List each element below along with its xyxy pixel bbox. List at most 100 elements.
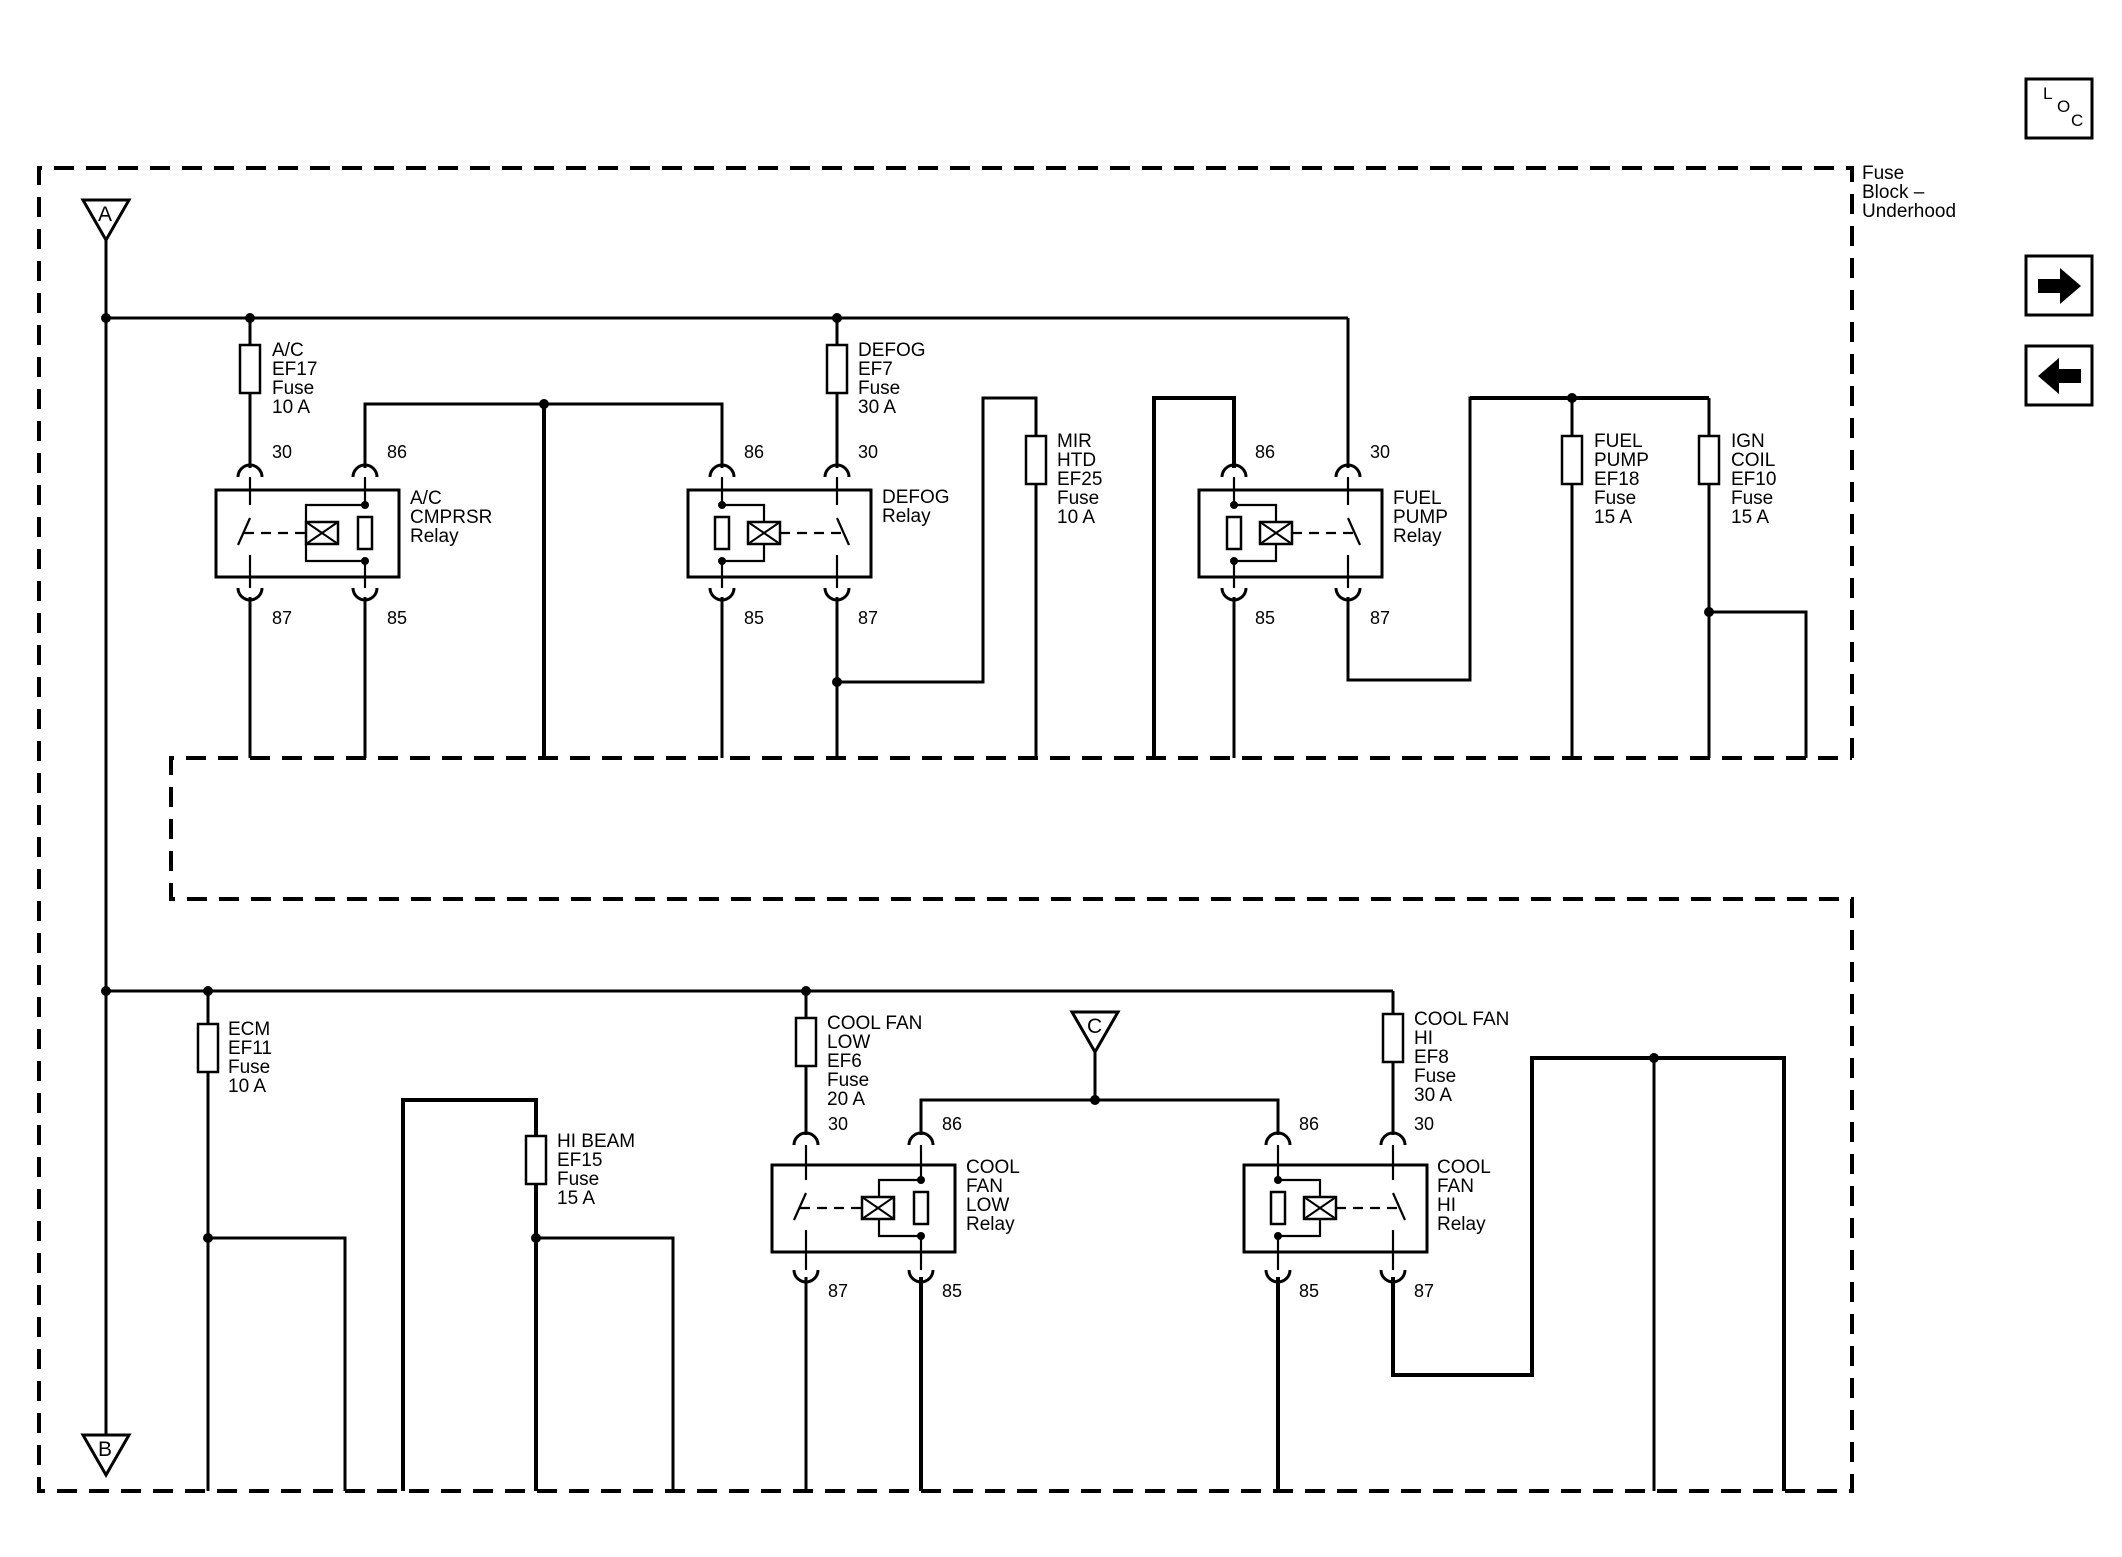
arrow-right-icon [2038,268,2081,304]
pin-label: 86 [1299,1114,1319,1134]
fuse-label: EF18 [1594,469,1639,490]
relay-label: COOL [966,1157,1020,1178]
fuse-label: Fuse [272,378,314,399]
connector-c-label: C [1087,1015,1102,1038]
fuse-ef11: ECM EF11 Fuse 10 A [196,1019,272,1097]
component-title: Fuse Block – Underhood [1862,163,1956,222]
fuse-ef6: COOL FAN LOW EF6 Fuse 20 A [794,1013,922,1110]
fuse-label: 10 A [272,397,310,418]
fuse-label: Fuse [1594,488,1636,509]
fuse-label: COIL [1731,450,1775,471]
pin-label: 87 [858,608,878,628]
fuse-ef10: IGN COIL EF10 Fuse 15 A [1697,431,1776,528]
fuse-ef17: A/C EF17 Fuse 10 A [238,340,317,418]
relay-label: PUMP [1393,507,1448,528]
fuse-label: HI BEAM [557,1131,635,1152]
fuse-label: FUEL [1594,431,1643,452]
relay-cool-fan-low: 30 86 87 85 COOL FAN LOW Relay [770,1114,1020,1301]
relay-label: Relay [1437,1214,1486,1235]
pin-label: 86 [1255,442,1275,462]
fuse-label: 30 A [1414,1085,1452,1106]
pin-label: 85 [942,1281,962,1301]
pin-label: 30 [272,442,292,462]
fuse-label: MIR [1057,431,1092,452]
relay-label: HI [1437,1195,1456,1216]
connector-b-label: B [98,1438,112,1461]
relay-label: COOL [1437,1157,1491,1178]
pin-label: 30 [1414,1114,1434,1134]
connector-c: C [1069,1010,1121,1056]
relay-label: FUEL [1393,488,1442,509]
pin-label: 85 [387,608,407,628]
relay-ac-cmprsr: 30 86 87 85 A/C CMPRSR Relay [214,442,492,628]
relay-fuel-pump: 86 30 85 87 FUEL PUMP Relay [1197,442,1448,628]
fuse-label: A/C [272,340,304,361]
fuse-label: Fuse [228,1057,270,1078]
component-title-line: Fuse [1862,163,1904,184]
fuse-label: COOL FAN [827,1013,922,1034]
fuse-label: LOW [827,1032,870,1053]
relay-label: FAN [1437,1176,1474,1197]
fuse-ef8: COOL FAN HI EF8 Fuse 30 A [1381,1009,1509,1106]
fuse-label: Fuse [858,378,900,399]
relay-cool-fan-hi: 86 30 85 87 COOL FAN HI Relay [1242,1114,1491,1301]
loc-button[interactable]: L O C [2024,77,2094,140]
relay-label: LOW [966,1195,1009,1216]
fuse-block-boundary [37,166,1854,1493]
loc-letter-o: O [2057,97,2070,116]
pin-label: 87 [828,1281,848,1301]
fuse-label: Fuse [1731,488,1773,509]
relay-label: DEFOG [882,487,950,508]
pin-label: 86 [942,1114,962,1134]
fuse-ef15: HI BEAM EF15 Fuse 15 A [524,1131,635,1209]
pin-label: 87 [1370,608,1390,628]
fuse-label: EF15 [557,1150,602,1171]
relay-label: A/C [410,488,442,509]
connector-a-label: A [98,203,112,226]
pin-label: 87 [1414,1281,1434,1301]
pin-label: 86 [387,442,407,462]
fuse-label: IGN [1731,431,1765,452]
fuse-label: HI [1414,1028,1433,1049]
fuse-label: Fuse [827,1070,869,1091]
pin-label: 30 [858,442,878,462]
arrow-left-icon [2038,358,2081,394]
fuse-ef25: MIR HTD EF25 Fuse 10 A [1024,431,1102,528]
component-title-line: Block – [1862,182,1925,203]
fuse-label: HTD [1057,450,1096,471]
loc-letter-l: L [2043,84,2052,103]
fuse-label: Fuse [1414,1066,1456,1087]
connector-b: B [80,1433,132,1479]
pin-label: 30 [1370,442,1390,462]
relay-label: Relay [1393,526,1442,547]
prev-page-button[interactable] [2024,344,2094,407]
fuse-ef18: FUEL PUMP EF18 Fuse 15 A [1560,431,1649,528]
connector-a: A [80,198,132,244]
fuse-label: EF10 [1731,469,1776,490]
fuse-label: EF25 [1057,469,1102,490]
pin-label: 85 [1299,1281,1319,1301]
fuse-label: COOL FAN [1414,1009,1509,1030]
fuse-label: EF7 [858,359,893,380]
fuse-label: 10 A [1057,507,1095,528]
relay-label: Relay [410,526,459,547]
fuse-label: 15 A [557,1188,595,1209]
fuse-label: EF8 [1414,1047,1449,1068]
pin-label: 86 [744,442,764,462]
fuse-label: EF17 [272,359,317,380]
relay-label: Relay [882,506,931,527]
wires [101,240,1808,1491]
pin-label: 87 [272,608,292,628]
next-page-button[interactable] [2024,254,2094,317]
fuse-label: 15 A [1594,507,1632,528]
fuse-label: EF11 [228,1038,272,1059]
fuse-label: DEFOG [858,340,926,361]
component-title-line: Underhood [1862,201,1956,222]
pin-label: 85 [744,608,764,628]
fuse-ef7: DEFOG EF7 Fuse 30 A [825,340,926,418]
relay-label: FAN [966,1176,1003,1197]
fuse-label: 15 A [1731,507,1769,528]
fuse-label: 10 A [228,1076,266,1097]
fuse-label: Fuse [557,1169,599,1190]
